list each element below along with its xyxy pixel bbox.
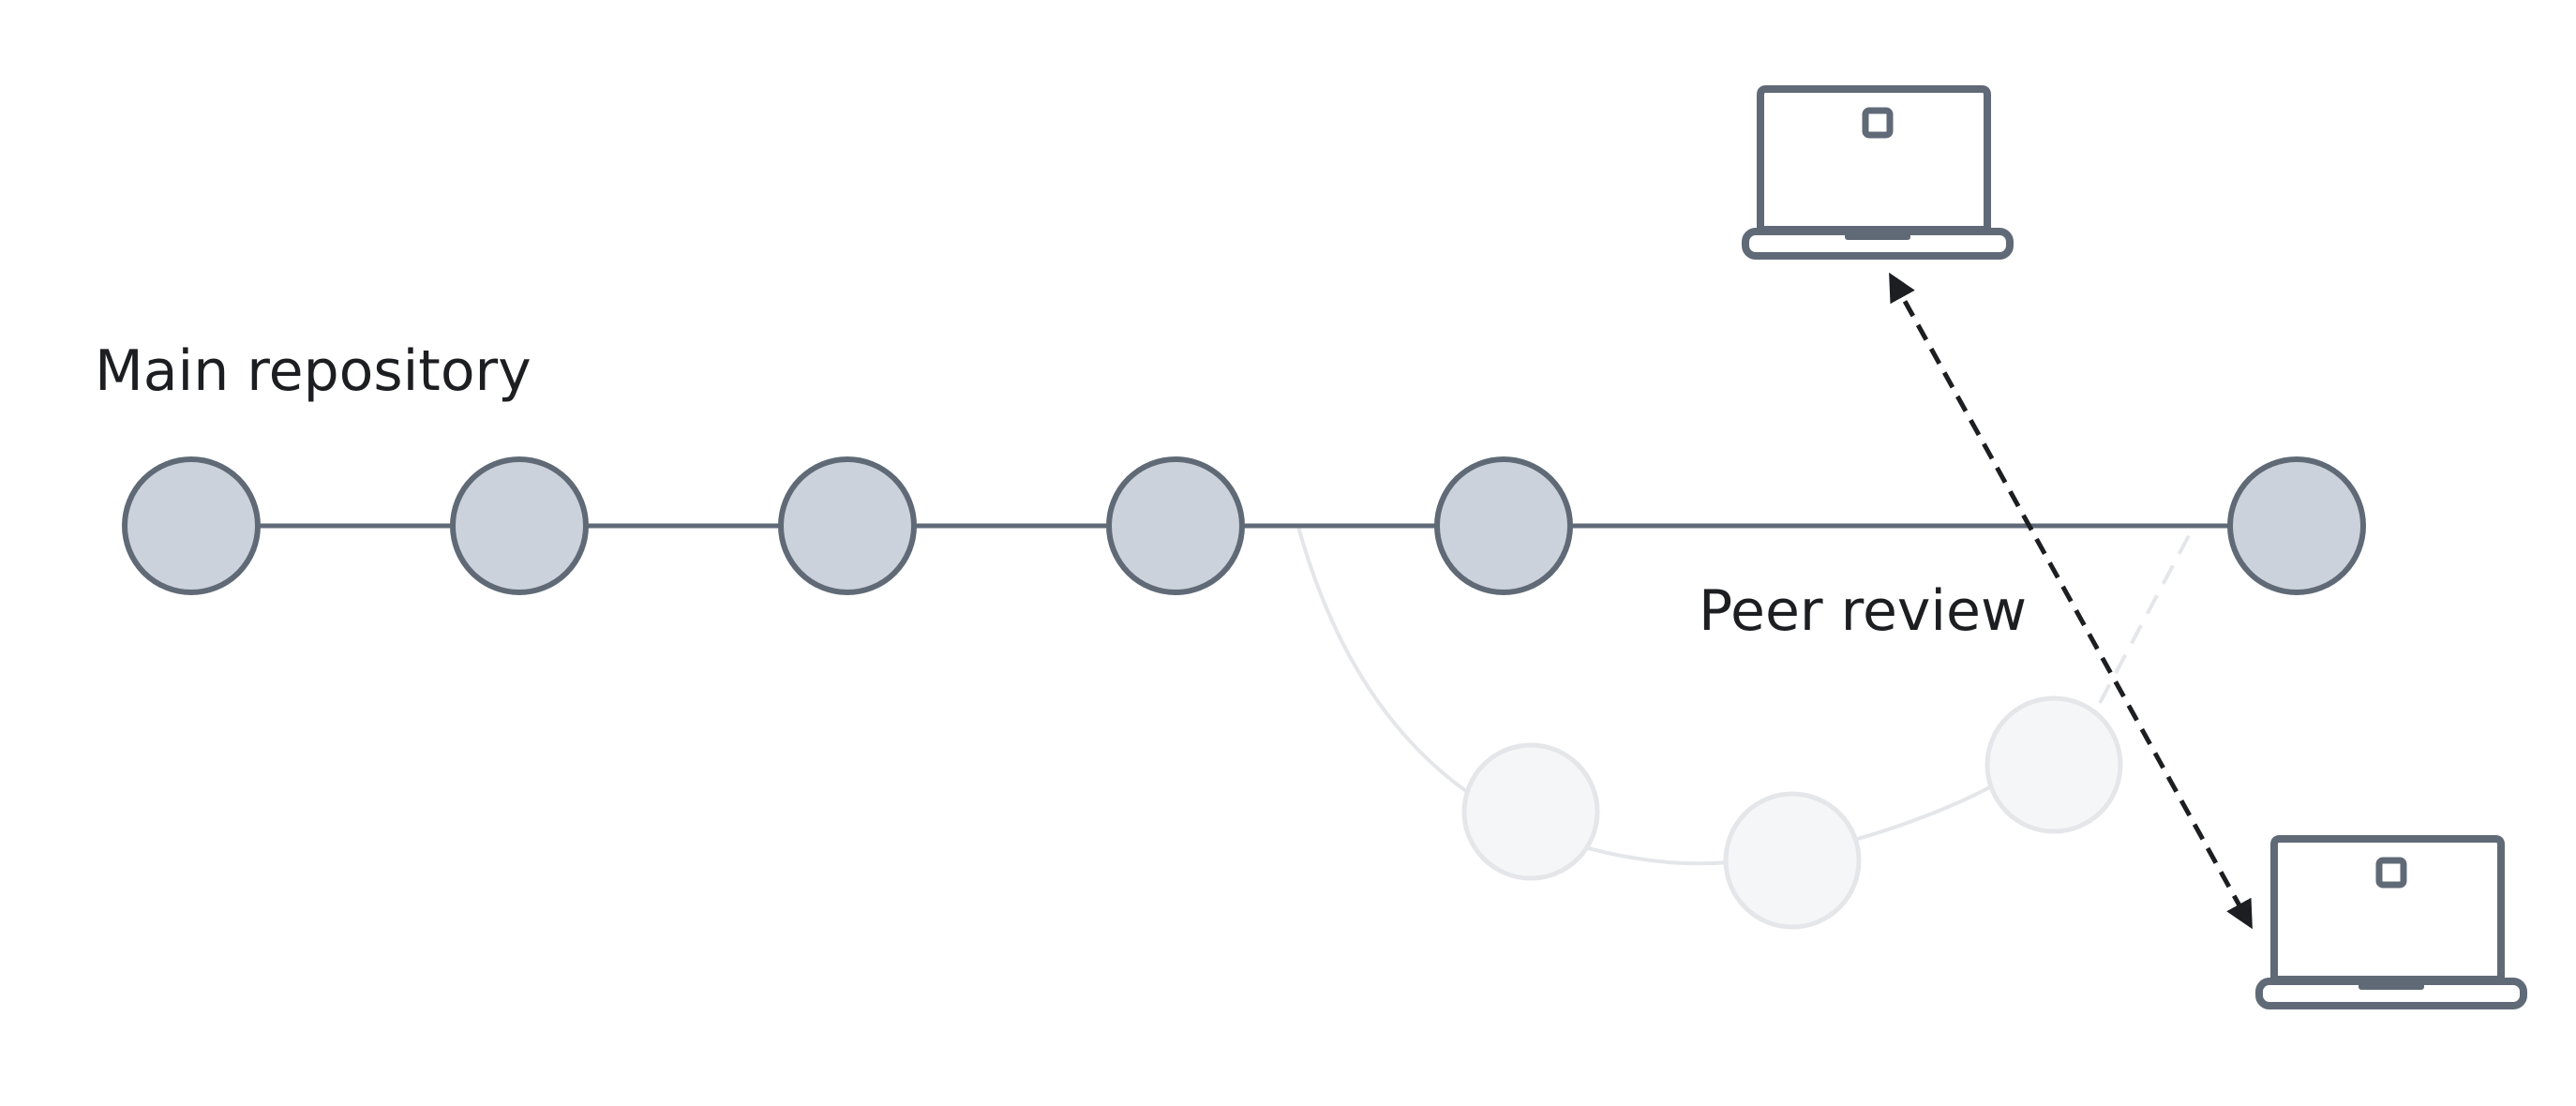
main-commit-node xyxy=(1106,456,1245,595)
peer-review-arrow xyxy=(1889,272,2253,930)
feature-branch-curve xyxy=(1296,526,1999,866)
feature-commit-node xyxy=(1723,791,1862,930)
peer-review-label: Peer review xyxy=(1699,578,2028,644)
main-commit-node xyxy=(122,456,261,595)
main-commit-node xyxy=(450,456,589,595)
feature-commit-node xyxy=(1461,742,1600,881)
feature-commit-node xyxy=(1984,695,2123,834)
main-commit-node xyxy=(778,456,917,595)
main-repository-label: Main repository xyxy=(95,338,532,404)
main-branch xyxy=(122,456,2366,595)
main-commit-node xyxy=(2227,456,2366,595)
laptop-icon xyxy=(1742,85,2014,260)
feature-branch-merge-line xyxy=(2098,526,2195,704)
main-commit-node xyxy=(1434,456,1573,595)
laptop-icon xyxy=(2255,835,2527,1009)
